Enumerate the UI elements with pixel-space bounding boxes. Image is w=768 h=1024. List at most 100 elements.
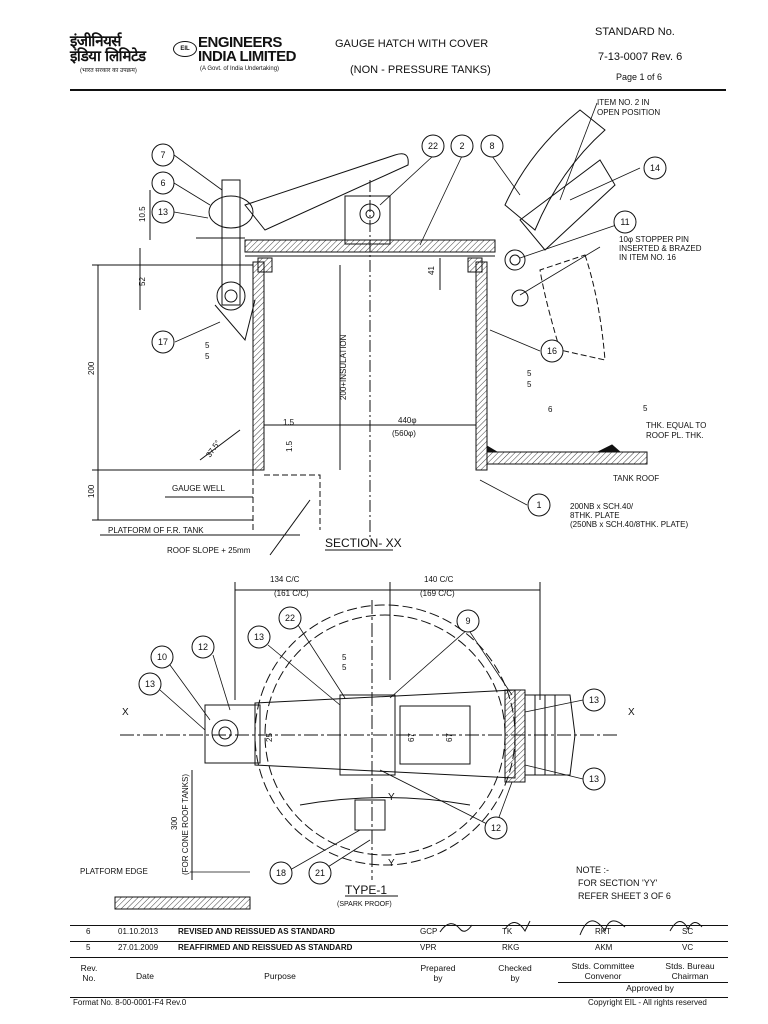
note-stopper-line1: 10φ STOPPER PIN xyxy=(619,235,689,244)
rev-no: 6 xyxy=(86,927,91,936)
logo-sub-hindi: (भारत सरकार का उपक्रम) xyxy=(80,68,137,74)
callout-t1-21: 21 xyxy=(308,861,332,885)
header: इंजीनियर्स इंडिया लिमिटेड EIL ENGINEERS … xyxy=(0,0,768,92)
dim-67-a: 67 xyxy=(407,733,416,742)
rev-row-6: 6 01.10.2013 REVISED AND REISSUED AS STA… xyxy=(70,927,728,941)
note-line1: FOR SECTION 'YY' xyxy=(578,878,658,888)
callout-2-label: 2 xyxy=(459,141,464,151)
callout-13-label: 13 xyxy=(158,207,168,217)
weld-5-c: 5 xyxy=(527,369,532,378)
weld-5-b: 5 xyxy=(205,352,210,361)
callout-13: 13 xyxy=(151,200,175,224)
callout-t1-13c: 13 xyxy=(582,688,606,712)
callout-t1-12b-label: 12 xyxy=(491,823,501,833)
callout-t1-13a: 13 xyxy=(247,625,271,649)
callout-17: 17 xyxy=(151,330,175,354)
dim-140: 140 C/C xyxy=(424,575,454,584)
callout-6: 6 xyxy=(151,171,175,195)
rev-prepared: VPR xyxy=(420,943,437,952)
weld-5-a: 5 xyxy=(205,341,210,350)
logo-hindi-line1: इंजीनियर्स xyxy=(70,32,121,50)
callout-22-label: 22 xyxy=(428,141,438,151)
note-head: NOTE :- xyxy=(576,865,609,875)
note-pipe-line2: 8THK. PLATE xyxy=(570,511,620,520)
callout-8-label: 8 xyxy=(489,141,494,151)
section-xx-leaders xyxy=(173,102,641,506)
callout-t1-13d-label: 13 xyxy=(589,774,599,784)
header-rule xyxy=(70,89,726,91)
standard-number: 7-13-0007 Rev. 6 xyxy=(598,51,683,63)
page-number: Page 1 of 6 xyxy=(616,72,663,82)
rev-convenor: AKM xyxy=(595,943,613,952)
rev-purpose: REVISED AND REISSUED AS STANDARD xyxy=(178,927,336,936)
standard-label: STANDARD No. xyxy=(595,26,675,38)
note-tank-roof: TANK ROOF xyxy=(613,474,659,483)
dim-134: 134 C/C xyxy=(270,575,300,584)
logo-hindi-line2: इंडिया लिमिटेड xyxy=(70,47,146,65)
dim-52: 52 xyxy=(138,277,147,286)
signature-marks xyxy=(439,920,703,936)
callout-7: 7 xyxy=(151,143,175,167)
note-cone-roof: (FOR CONE ROOF TANKS) xyxy=(181,774,190,875)
note-gauge-well: GAUGE WELL xyxy=(172,484,225,493)
note-platform: PLATFORM OF F.R. TANK xyxy=(108,526,204,535)
drawing-canvas: 7 6 13 22 2 8 14 11 17 16 1 ITEM NO. 2 I… xyxy=(80,98,706,910)
note-stopper-line3: IN ITEM NO. 16 xyxy=(619,253,676,262)
dim-25: 25 xyxy=(265,733,274,742)
callout-1: 1 xyxy=(527,493,551,517)
rev-chairman: SC xyxy=(682,927,694,936)
callout-t1-18: 18 xyxy=(269,861,293,885)
callout-17-label: 17 xyxy=(158,337,168,347)
footer-format: Format No. 8-00-0001-F4 Rev.0 xyxy=(73,998,187,1007)
dim-100: 100 xyxy=(87,484,96,498)
dim-169: (169 C/C) xyxy=(420,589,455,598)
callout-t1-13c-label: 13 xyxy=(589,695,599,705)
type1-text: 134 C/C (161 C/C) 140 C/C (169 C/C) X X … xyxy=(80,575,635,908)
note-line2: REFER SHEET 3 OF 6 xyxy=(578,891,671,901)
rev-date: 27.01.2009 xyxy=(118,943,159,952)
callout-16-label: 16 xyxy=(547,346,557,356)
col-rev: Rev.No. xyxy=(80,963,98,983)
callout-t1-22: 22 xyxy=(278,606,302,630)
section-mark-y-bottom: Y xyxy=(388,858,395,869)
dim-insulation: 200+INSULATION xyxy=(339,334,348,400)
section-xx-title: SECTION- XX xyxy=(325,536,402,550)
revision-table: 6 01.10.2013 REVISED AND REISSUED AS STA… xyxy=(70,920,728,995)
dim-300: 300 xyxy=(170,816,179,830)
callout-t1-13b-label: 13 xyxy=(145,679,155,689)
dim-161: (161 C/C) xyxy=(274,589,309,598)
rev-row-5: 5 27.01.2009 REAFFIRMED AND REISSUED AS … xyxy=(70,943,728,957)
type1-subtitle: (SPARK PROOF) xyxy=(337,901,392,908)
section-mark-y-top: Y xyxy=(388,792,395,803)
note-item2-line2: OPEN POSITION xyxy=(597,108,660,117)
drawing-title: GAUGE HATCH WITH COVER xyxy=(335,38,489,50)
section-xx-view xyxy=(92,109,648,556)
col-date: Date xyxy=(136,971,154,981)
callout-t1-22-label: 22 xyxy=(285,613,295,623)
type1-callouts: 22 13 9 12 10 13 13 13 12 18 21 xyxy=(138,606,606,885)
dim-dia: 440φ xyxy=(398,416,417,425)
callout-8: 8 xyxy=(480,134,504,158)
callout-t1-21-label: 21 xyxy=(315,868,325,878)
callout-t1-9: 9 xyxy=(456,609,480,633)
rev-purpose: REAFFIRMED AND REISSUED AS STANDARD xyxy=(178,943,353,952)
dim-dia-alt: (560φ) xyxy=(392,429,416,438)
callout-t1-13a-label: 13 xyxy=(254,632,264,642)
col-purpose: Purpose xyxy=(264,971,296,981)
callout-t1-18-label: 18 xyxy=(276,868,286,878)
dim-200: 200 xyxy=(87,361,96,375)
note-thk-line2: ROOF PL. THK. xyxy=(646,431,704,440)
section-mark-x-left: X xyxy=(122,707,129,718)
callout-6-label: 6 xyxy=(160,178,165,188)
dim-67-b: 67 xyxy=(445,733,454,742)
note-platform-edge: PLATFORM EDGE xyxy=(80,867,148,876)
note-item2-line1: ITEM NO. 2 IN xyxy=(597,98,650,107)
footer-rule xyxy=(70,997,728,998)
dim-41: 41 xyxy=(427,266,436,275)
rev-checked: RKG xyxy=(502,943,520,952)
logo-english-line1: ENGINEERS xyxy=(198,34,282,51)
